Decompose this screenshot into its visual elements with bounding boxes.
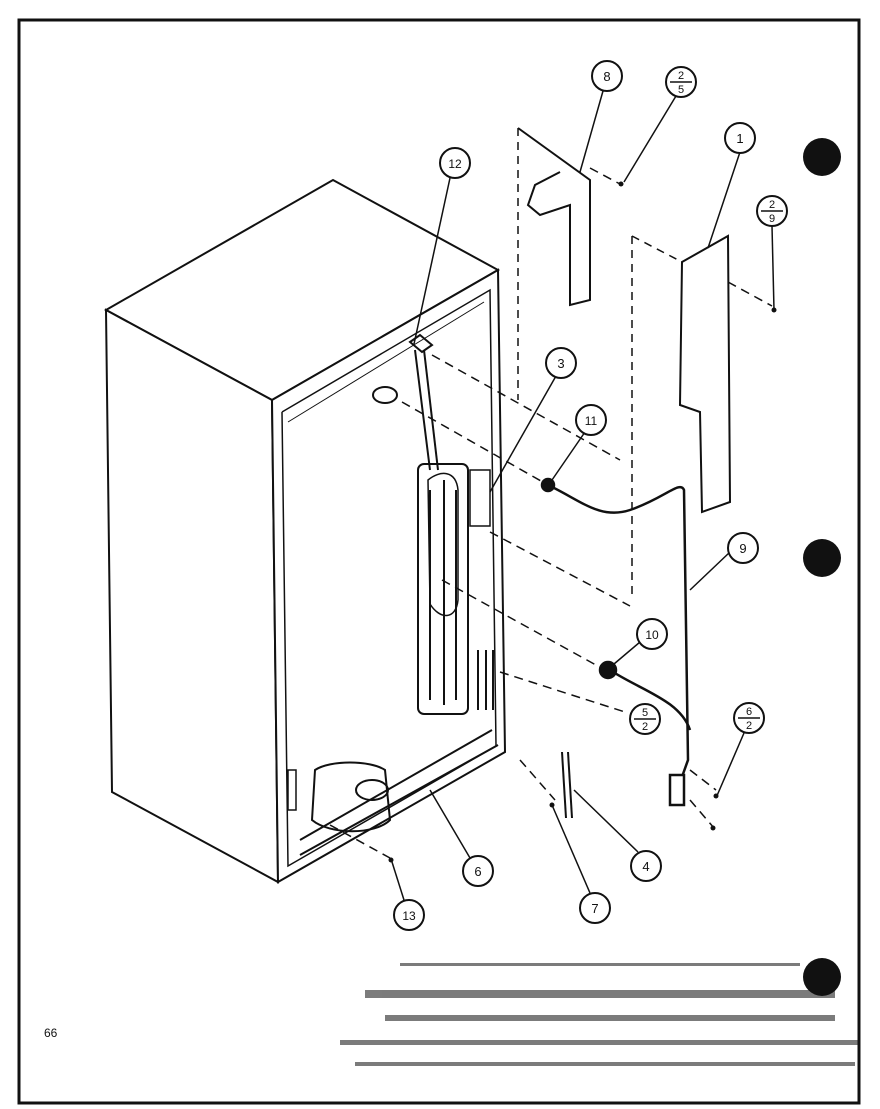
callout-2-5-top: 2 [678, 70, 684, 82]
callout-13 [393, 899, 425, 931]
callout-5-2-bottom: 2 [642, 721, 648, 733]
callout-9-label: 9 [739, 541, 746, 556]
callout-1-label: 1 [736, 131, 743, 146]
scan-noise [340, 963, 860, 1066]
screws [388, 181, 777, 863]
callout-11-label: 11 [585, 414, 598, 428]
callout-1 [724, 122, 756, 154]
power-cord [540, 477, 692, 807]
callout-3-label: 3 [557, 356, 564, 371]
callout-4-label: 4 [642, 859, 649, 874]
callout-7-label: 7 [591, 901, 598, 916]
condenser-coil [417, 463, 494, 715]
callout-4 [630, 850, 662, 882]
callout-12-label: 12 [448, 157, 462, 171]
refrigerator-cabinet [103, 178, 507, 884]
callout-6-label: 6 [474, 864, 481, 879]
page-border [17, 18, 861, 1105]
callout-6-2-top: 6 [746, 706, 752, 718]
callout-2-9-top: 2 [769, 199, 775, 211]
callout-10-label: 10 [645, 628, 659, 642]
callout-6-2-bottom: 2 [746, 720, 752, 732]
drain-tube [372, 333, 439, 471]
callout-11 [575, 404, 607, 436]
callout-7 [579, 892, 611, 924]
callout-2-9-bottom: 9 [769, 213, 775, 225]
callout-5-2-top: 5 [642, 707, 648, 719]
back-panel-upper [517, 127, 591, 400]
binder-hole-bottom [803, 958, 841, 996]
callout-3 [545, 347, 577, 379]
back-panel-lower [631, 234, 732, 600]
mounting-bracket [561, 751, 573, 819]
callout-2-5-bottom: 5 [678, 84, 684, 96]
callout-8 [591, 60, 623, 92]
callout-6 [462, 855, 494, 887]
callout-13-label: 13 [402, 909, 416, 923]
callout-10 [636, 618, 668, 650]
page-number: 66 [44, 1026, 58, 1040]
callout-8-label: 8 [603, 69, 610, 84]
callout-9 [727, 532, 759, 564]
compressor [287, 729, 499, 856]
binder-hole-top [803, 138, 841, 176]
callout-12 [439, 147, 471, 179]
assembly-leaders [329, 167, 773, 859]
binder-hole-middle [803, 539, 841, 577]
